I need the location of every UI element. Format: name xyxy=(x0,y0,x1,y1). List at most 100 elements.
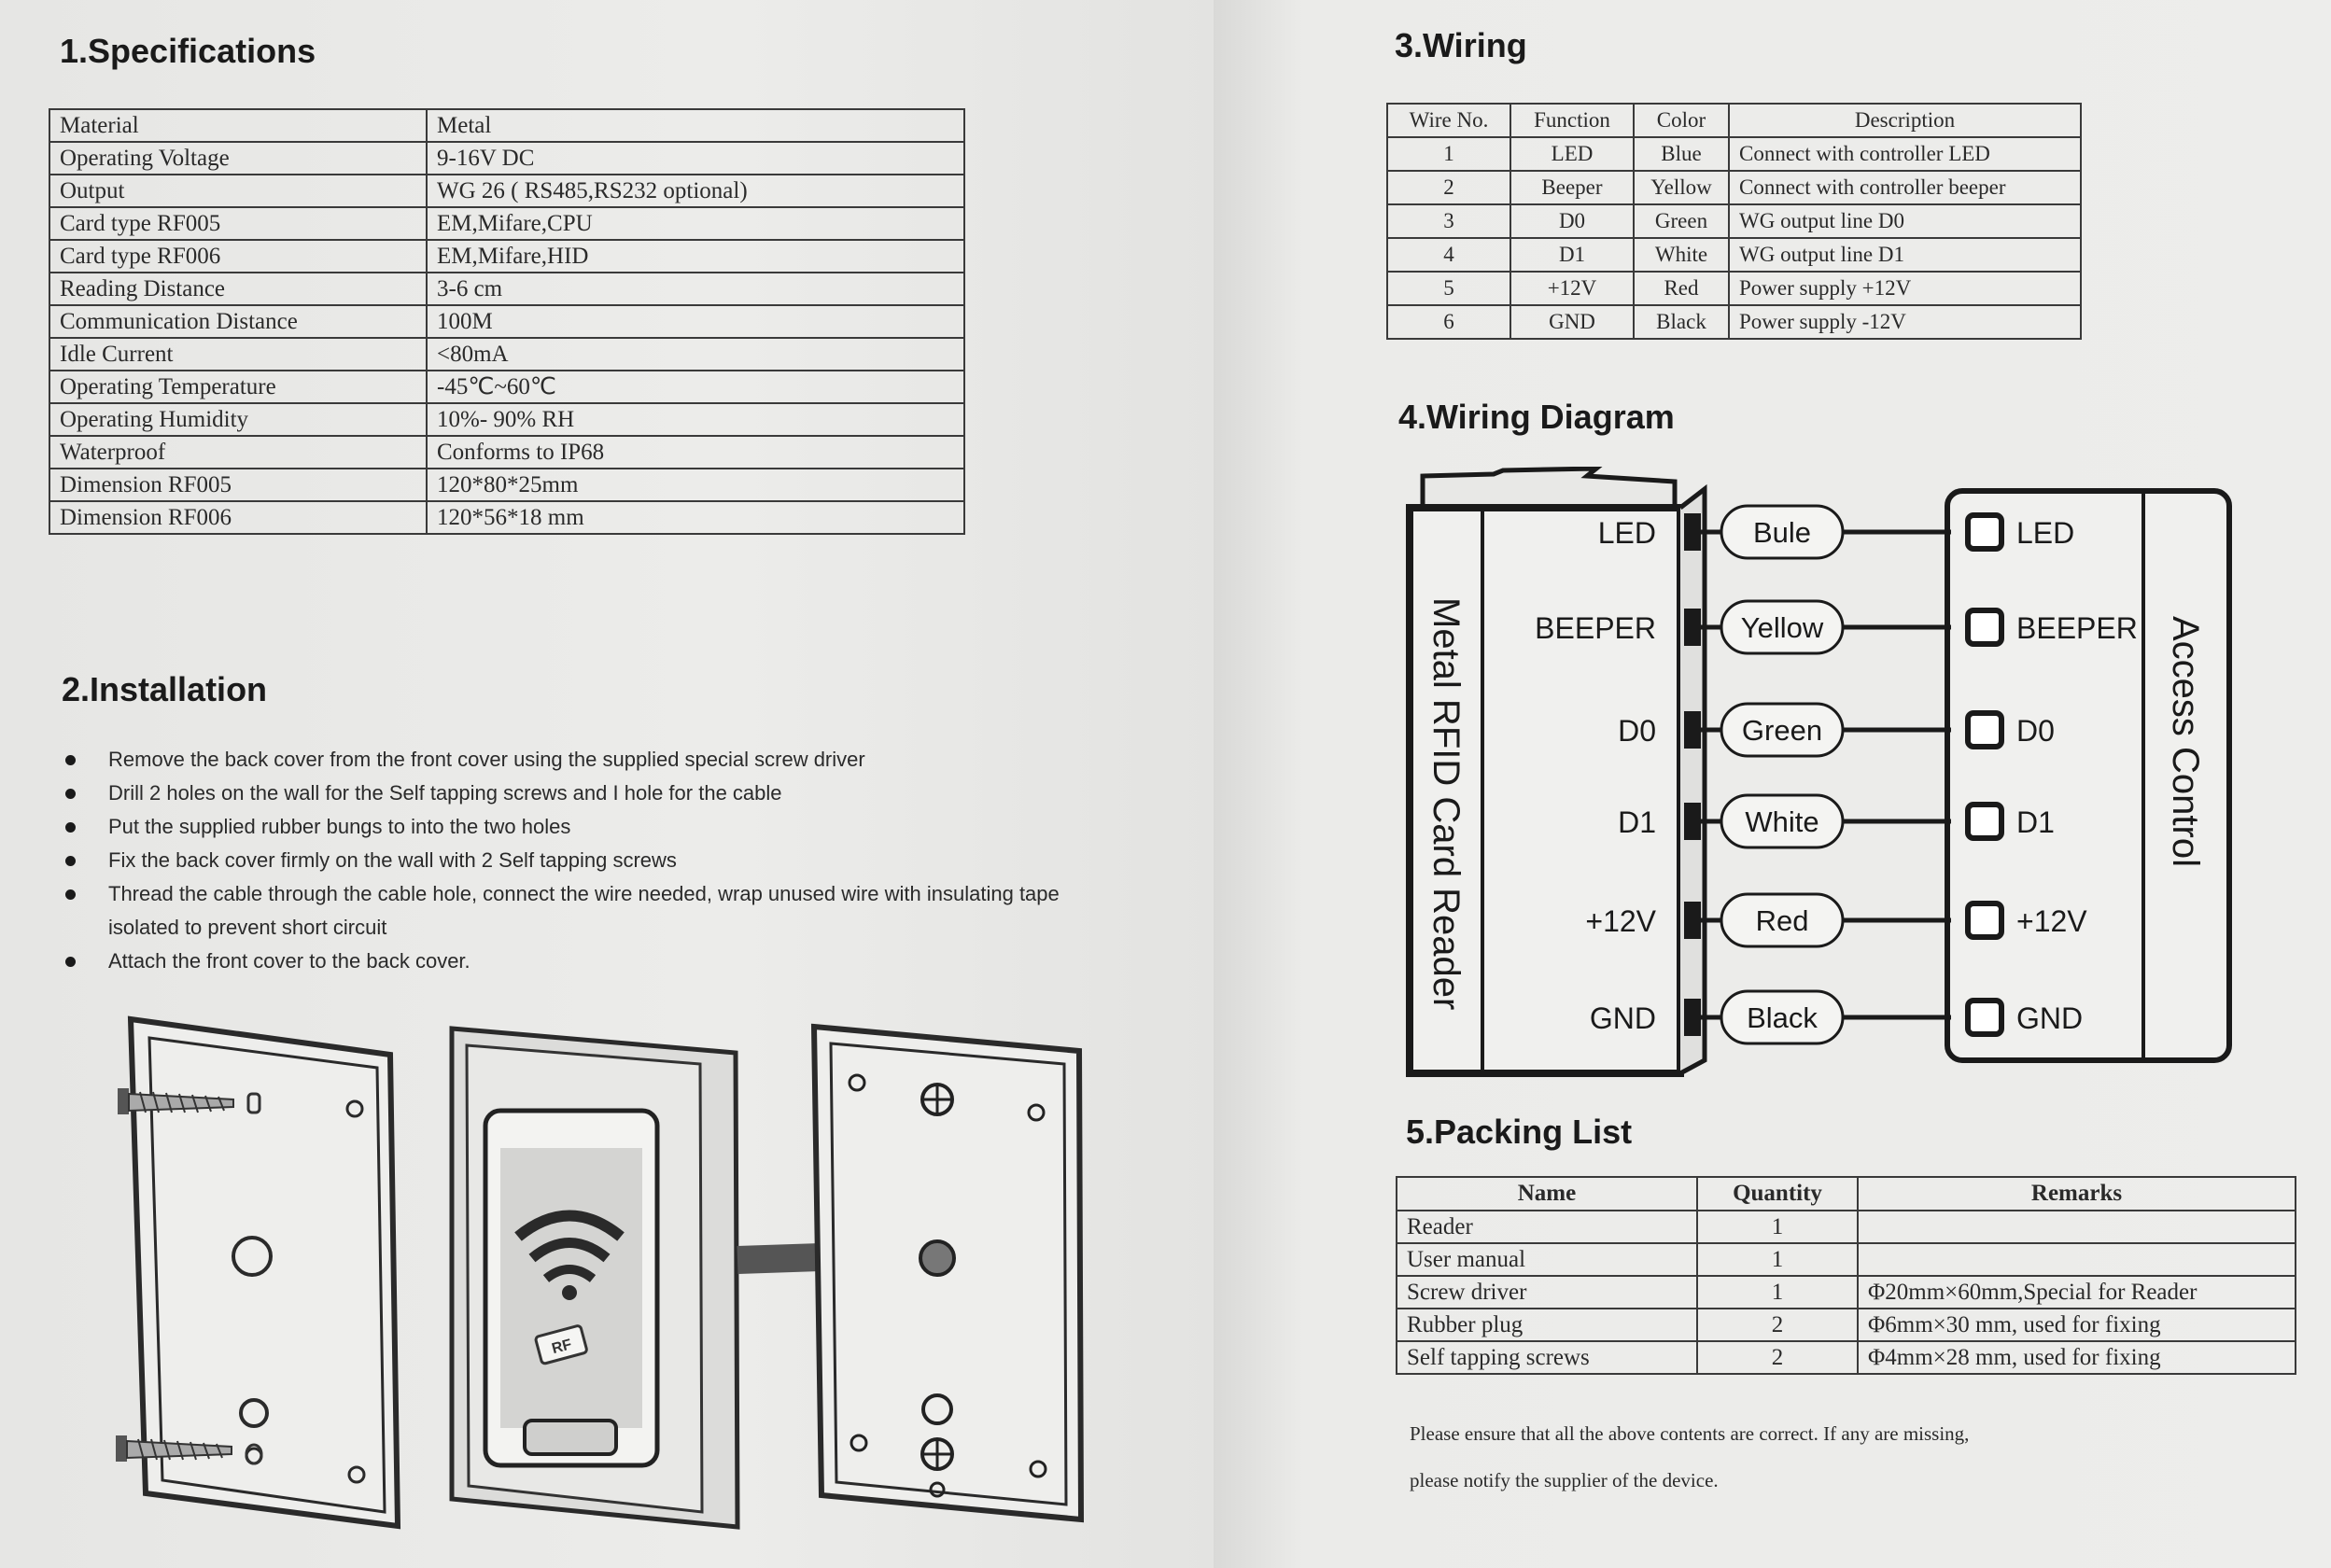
wiring-cell: Red xyxy=(1633,271,1730,306)
wiring-diagram: Metal RFID Card Reader Access Control LE… xyxy=(1406,467,2232,1077)
spec-cell: Operating Humidity xyxy=(49,402,428,437)
wire-color-label: Bule xyxy=(1753,516,1811,549)
terminal-square-icon xyxy=(1965,512,2004,552)
spec-cell: Idle Current xyxy=(49,337,428,371)
spec-cell: Waterproof xyxy=(49,435,428,469)
packing-header-cell: Remarks xyxy=(1857,1176,2296,1211)
wiring-cell: Blue xyxy=(1633,136,1730,172)
terminal-icon xyxy=(1684,711,1701,749)
controller-label: Access Control xyxy=(2165,616,2206,867)
controller-pin-label: D1 xyxy=(2016,805,2055,839)
packing-cell: Reader xyxy=(1396,1210,1698,1244)
reader-pin-label: LED xyxy=(1598,516,1656,550)
terminal-icon xyxy=(1684,803,1701,840)
reader-front-illustration: RF xyxy=(449,1026,740,1530)
packing-cell xyxy=(1857,1242,2296,1277)
controller-block: Access Control xyxy=(1945,488,2232,1063)
wiring-cell: Power supply +12V xyxy=(1728,271,2082,306)
spec-cell: EM,Mifare,CPU xyxy=(426,206,965,241)
packing-cell: Rubber plug xyxy=(1396,1308,1698,1342)
spec-cell: 9-16V DC xyxy=(426,141,965,175)
packing-cell: 1 xyxy=(1696,1242,1859,1277)
wiring-cell: 5 xyxy=(1386,271,1511,306)
wiring-header-cell: Description xyxy=(1728,103,2082,138)
wiring-cell: 1 xyxy=(1386,136,1511,172)
controller-pin-label: +12V xyxy=(2016,904,2087,938)
wiring-cell: Black xyxy=(1633,304,1730,340)
wiring-cell: Connect with controller LED xyxy=(1728,136,2082,172)
back-cover-mounted-illustration xyxy=(810,1023,1085,1523)
wiring-cell: GND xyxy=(1510,304,1635,340)
rf-badge-label: RF xyxy=(550,1337,573,1357)
wiring-cell: LED xyxy=(1510,136,1635,172)
installation-step: Remove the back cover from the front cov… xyxy=(56,743,1111,777)
wiring-cell: Yellow xyxy=(1633,170,1730,205)
controller-pin-label: D0 xyxy=(2016,714,2055,748)
wiring-cell: White xyxy=(1633,237,1730,273)
wiring-cell: D0 xyxy=(1510,203,1635,239)
spec-cell: Output xyxy=(49,174,428,208)
spec-cell: <80mA xyxy=(426,337,965,371)
packing-cell: 1 xyxy=(1696,1275,1859,1309)
spec-cell: 120*56*18 mm xyxy=(426,500,965,535)
wiring-cell: Power supply -12V xyxy=(1728,304,2082,340)
wiring-heading: 3.Wiring xyxy=(1395,26,1527,64)
wiring-cell: +12V xyxy=(1510,271,1635,306)
installation-step: Drill 2 holes on the wall for the Self t… xyxy=(56,777,1111,810)
wire-color-label: Green xyxy=(1742,714,1822,747)
packing-cell: Screw driver xyxy=(1396,1275,1698,1309)
terminal-square-icon xyxy=(1965,802,2004,841)
wiring-diagram-heading: 4.Wiring Diagram xyxy=(1398,398,1675,436)
spec-cell: Dimension RF005 xyxy=(49,468,428,502)
packing-cell: Φ4mm×28 mm, used for fixing xyxy=(1857,1340,2296,1375)
terminal-icon xyxy=(1684,999,1701,1036)
reader-pin-label: GND xyxy=(1590,1001,1656,1035)
back-cover-illustration xyxy=(116,1015,401,1530)
installation-step: Thread the cable through the cable hole,… xyxy=(56,877,1111,945)
terminal-icon xyxy=(1684,513,1701,551)
controller-pin-label: GND xyxy=(2016,1001,2083,1035)
spec-cell: 10%- 90% RH xyxy=(426,402,965,437)
packing-cell: Self tapping screws xyxy=(1396,1340,1698,1375)
packing-header-row: Name Quantity Remarks xyxy=(1396,1176,2296,1211)
spec-cell: Conforms to IP68 xyxy=(426,435,965,469)
wiring-header-cell: Function xyxy=(1510,103,1635,138)
packing-note-line: Please ensure that all the above content… xyxy=(1410,1422,1970,1445)
spec-cell: Card type RF006 xyxy=(49,239,428,273)
controller-pin-label: BEEPER xyxy=(2016,611,2138,645)
spec-cell: Reading Distance xyxy=(49,272,428,306)
packing-cell: 2 xyxy=(1696,1340,1859,1375)
wiring-header-cell: Color xyxy=(1633,103,1730,138)
wiring-cell: 6 xyxy=(1386,304,1511,340)
wire-color-label: Black xyxy=(1747,1001,1818,1034)
spec-cell: Operating Temperature xyxy=(49,370,428,404)
installation-step: Fix the back cover firmly on the wall wi… xyxy=(56,844,1111,877)
packing-cell: 1 xyxy=(1696,1210,1859,1244)
screw-icon xyxy=(116,1435,263,1465)
packing-cell xyxy=(1857,1210,2296,1244)
installation-step: Attach the front cover to the back cover… xyxy=(56,945,1111,978)
specifications-heading: 1.Specifications xyxy=(60,32,316,70)
wiring-header-row: Wire No. Function Color Description xyxy=(1386,103,2082,138)
wiring-cell: 4 xyxy=(1386,237,1511,273)
packing-note-line: please notify the supplier of the device… xyxy=(1410,1469,1719,1491)
spec-cell: 3-6 cm xyxy=(426,272,965,306)
reader-pin-label: D0 xyxy=(1618,714,1656,748)
terminal-square-icon xyxy=(1965,710,2004,749)
installation-step: Put the supplied rubber bungs to into th… xyxy=(56,810,1111,844)
spec-cell: Metal xyxy=(426,108,965,143)
terminal-icon xyxy=(1684,902,1701,939)
